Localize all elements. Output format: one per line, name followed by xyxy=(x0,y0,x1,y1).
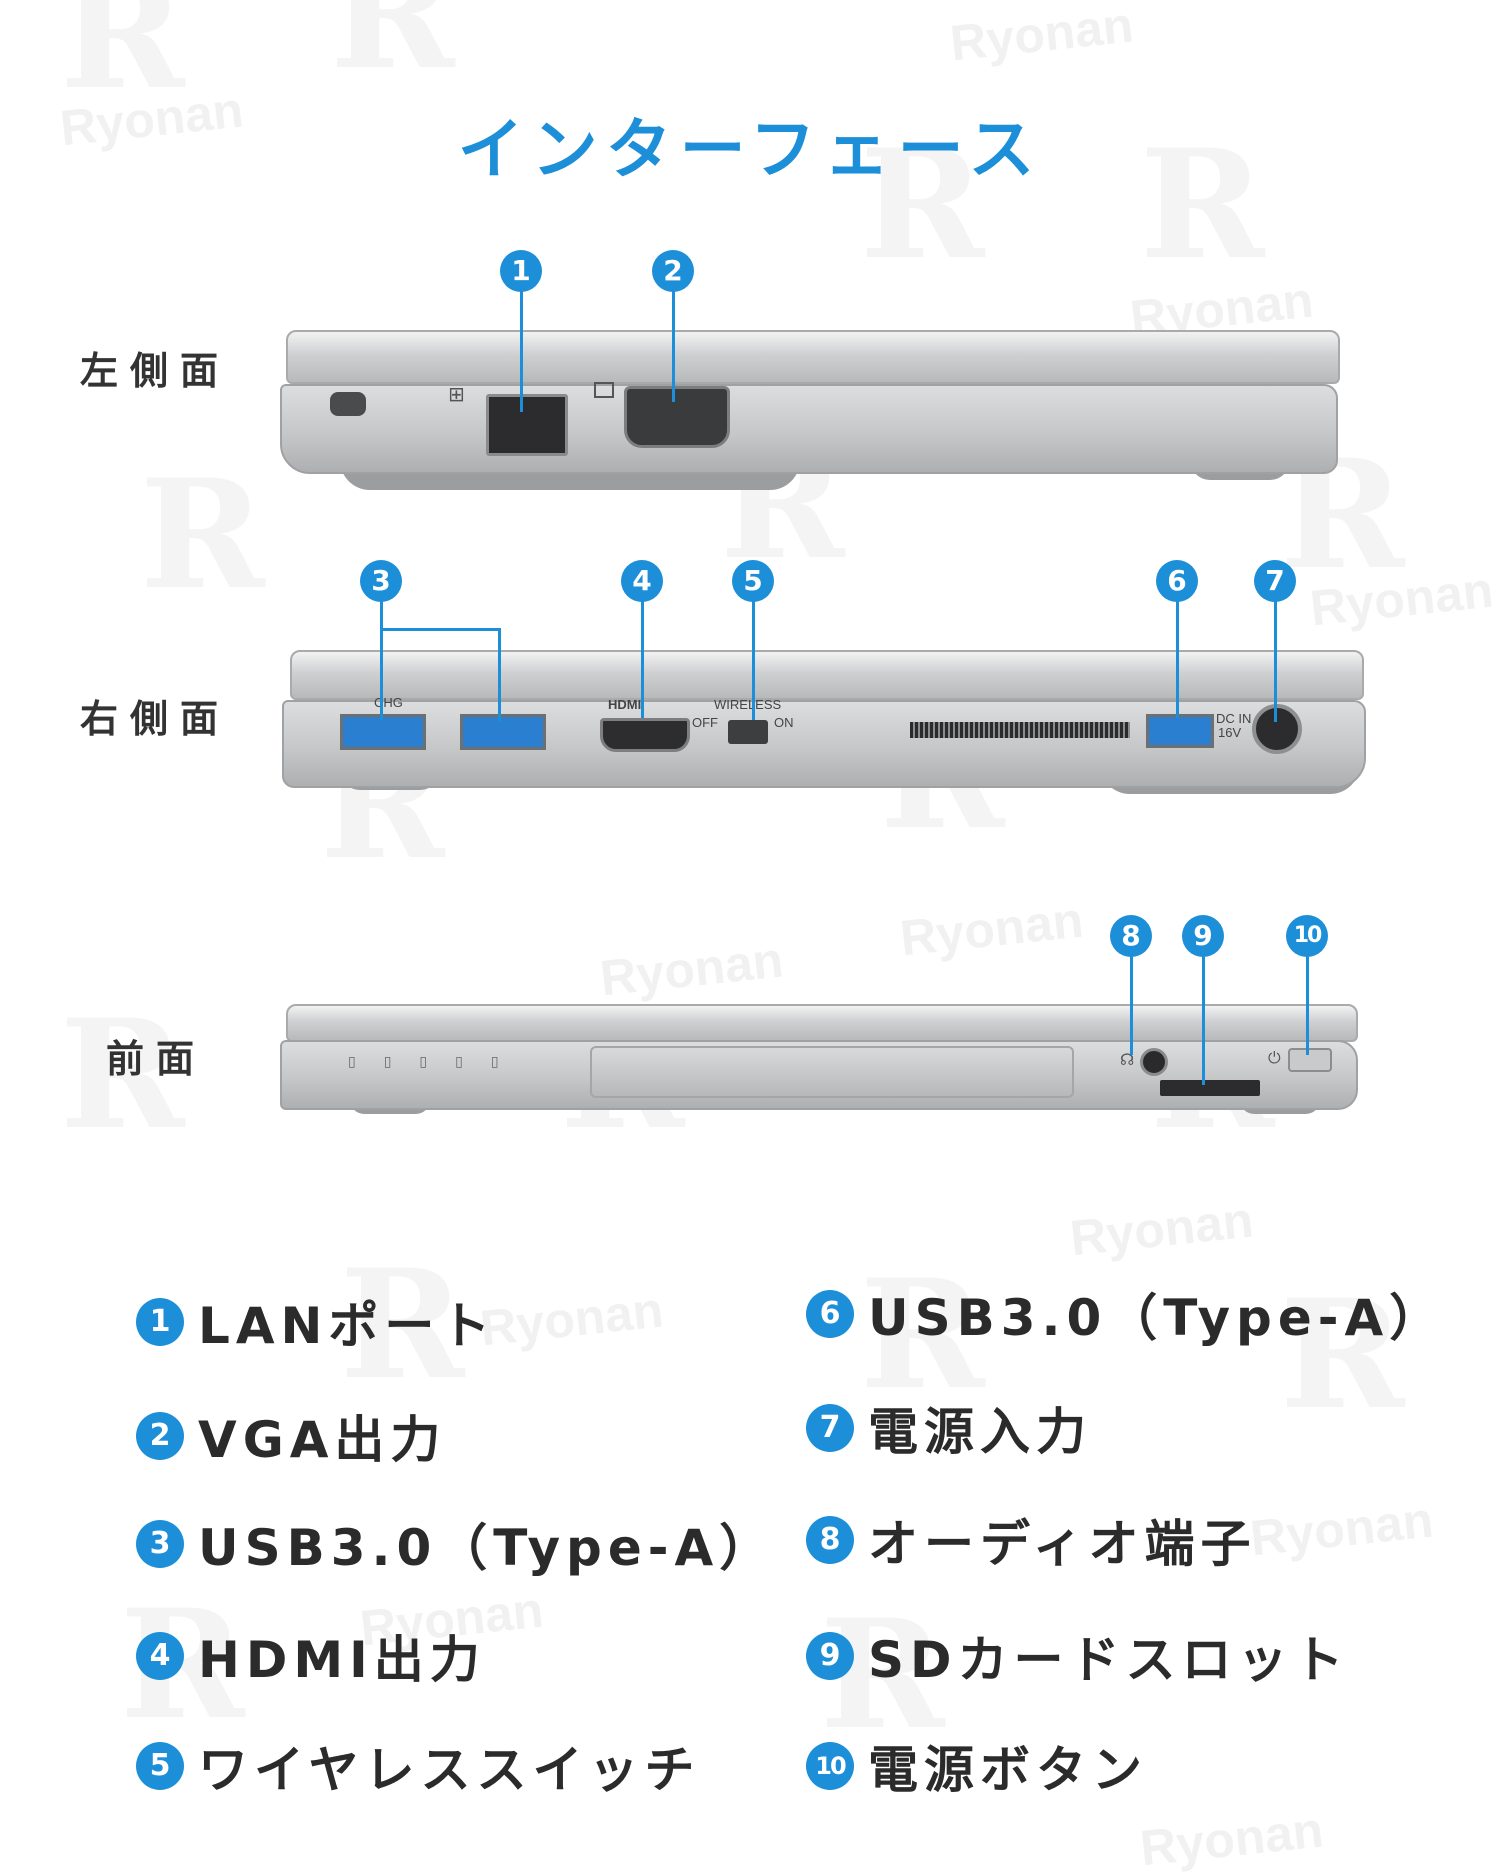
callout-line xyxy=(1274,600,1277,722)
legend-number: 1 xyxy=(136,1298,184,1346)
usb-a-port xyxy=(460,714,546,750)
legend-label: SDカードスロット xyxy=(868,1631,1350,1689)
legend-label: ワイヤレススイッチ xyxy=(198,1741,701,1799)
dcin-marking: DC IN xyxy=(1216,711,1252,726)
sd-card-slot xyxy=(1160,1080,1260,1096)
watermark-text: Ryonan xyxy=(1247,1491,1436,1567)
watermark-r: R xyxy=(330,0,455,103)
legend-label: 電源ボタン xyxy=(868,1741,1148,1799)
view-label-left-side: 左側面 xyxy=(80,349,231,393)
legend-number: 9 xyxy=(806,1632,854,1680)
legend-label: オーディオ端子 xyxy=(868,1515,1257,1573)
audio-jack xyxy=(1140,1048,1168,1076)
laptop-front: ▯▯▯▯▯ ☊ ⏻ xyxy=(280,1000,1360,1130)
callout-line xyxy=(498,628,501,722)
front-trim-panel xyxy=(590,1046,1074,1098)
hdmi-marking: HDMI xyxy=(608,697,642,712)
callout-badge: 5 xyxy=(732,560,774,602)
legend-item: 9 SDカードスロット xyxy=(806,1620,1350,1692)
wireless-marking: WIRELESS xyxy=(714,697,782,712)
power-button xyxy=(1288,1048,1332,1072)
legend-item: 8 オーディオ端子 xyxy=(806,1504,1257,1576)
view-label-right-side: 右側面 xyxy=(80,697,231,741)
legend-number: 6 xyxy=(806,1290,854,1338)
callout-line xyxy=(380,600,383,720)
callout-badge: 7 xyxy=(1254,560,1296,602)
callout-badge: 9 xyxy=(1182,915,1224,957)
legend-number: 8 xyxy=(806,1516,854,1564)
dc-in-port xyxy=(1252,704,1302,754)
voltage-marking: 16V xyxy=(1218,725,1242,740)
legend-number: 10 xyxy=(806,1742,854,1790)
wireless-switch xyxy=(728,720,768,744)
watermark-text: Ryonan xyxy=(597,931,786,1007)
legend-number: 7 xyxy=(806,1404,854,1452)
callout-badge: 6 xyxy=(1156,560,1198,602)
usb-a-port-charge xyxy=(340,714,426,750)
wireless-off-marking: OFF xyxy=(692,715,718,730)
legend-item: 4 HDMI出力 xyxy=(136,1620,486,1692)
laptop-left-side: ⊞ xyxy=(280,320,1340,500)
callout-badge: 3 xyxy=(360,560,402,602)
monitor-icon xyxy=(594,382,614,398)
power-icon: ⏻ xyxy=(1268,1048,1281,1067)
wireless-on-marking: ON xyxy=(774,715,794,730)
callout-badge: 2 xyxy=(652,250,694,292)
callout-badge: 1 xyxy=(500,250,542,292)
callout-line xyxy=(641,600,644,718)
callout-line xyxy=(752,600,755,720)
legend-number: 4 xyxy=(136,1632,184,1680)
watermark-text: Ryonan xyxy=(897,891,1086,967)
network-icon: ⊞ xyxy=(448,382,465,406)
vga-port xyxy=(624,386,730,448)
callout-badge: 10 xyxy=(1286,915,1328,957)
callout-line xyxy=(520,290,523,412)
callout-line xyxy=(672,290,675,402)
callout-line xyxy=(1306,955,1309,1055)
legend-label: LANポート xyxy=(198,1297,497,1355)
legend-item: 3 USB3.0（Type-A） xyxy=(136,1508,775,1580)
lan-port xyxy=(486,394,568,456)
callout-line xyxy=(1130,955,1133,1055)
legend-number: 2 xyxy=(136,1412,184,1460)
legend-label: USB3.0（Type-A） xyxy=(868,1289,1446,1347)
legend-item: 5 ワイヤレススイッチ xyxy=(136,1730,701,1802)
status-indicator-row: ▯▯▯▯▯ xyxy=(348,1054,527,1070)
legend-item: 7 電源入力 xyxy=(806,1392,1092,1464)
callout-line xyxy=(1202,955,1205,1085)
legend-item: 2 VGA出力 xyxy=(136,1400,446,1472)
legend-item: 6 USB3.0（Type-A） xyxy=(806,1278,1445,1350)
legend-label: USB3.0（Type-A） xyxy=(198,1519,776,1577)
legend-number: 3 xyxy=(136,1520,184,1568)
watermark-text: Ryonan xyxy=(947,0,1136,72)
vent-grille xyxy=(910,722,1130,738)
watermark-r: R xyxy=(140,447,265,623)
view-label-front: 前面 xyxy=(106,1037,207,1081)
usb-chg-marking: CHG xyxy=(374,695,403,710)
legend-label: VGA出力 xyxy=(198,1411,447,1469)
legend-number: 5 xyxy=(136,1742,184,1790)
callout-bracket xyxy=(380,628,500,631)
legend-label: HDMI出力 xyxy=(198,1631,486,1689)
watermark-r: R xyxy=(60,0,185,123)
callout-line xyxy=(1176,600,1179,718)
legend-item: 10 電源ボタン xyxy=(806,1730,1148,1802)
legend-item: 1 LANポート xyxy=(136,1286,496,1358)
laptop-right-side: CHG HDMI WIRELESS OFF ON DC IN 16V xyxy=(280,640,1370,820)
callout-badge: 8 xyxy=(1110,915,1152,957)
watermark-text: Ryonan xyxy=(1307,561,1496,637)
security-lock-slot xyxy=(330,392,366,416)
watermark-text: Ryonan xyxy=(1067,1191,1256,1267)
hdmi-port xyxy=(600,718,690,752)
page-title: インターフェース xyxy=(457,111,1043,189)
watermark-text: Ryonan xyxy=(477,1281,666,1357)
legend-label: 電源入力 xyxy=(868,1403,1092,1461)
usb-a-port xyxy=(1146,714,1214,748)
callout-badge: 4 xyxy=(621,560,663,602)
watermark-text: Ryonan xyxy=(1137,1801,1326,1875)
